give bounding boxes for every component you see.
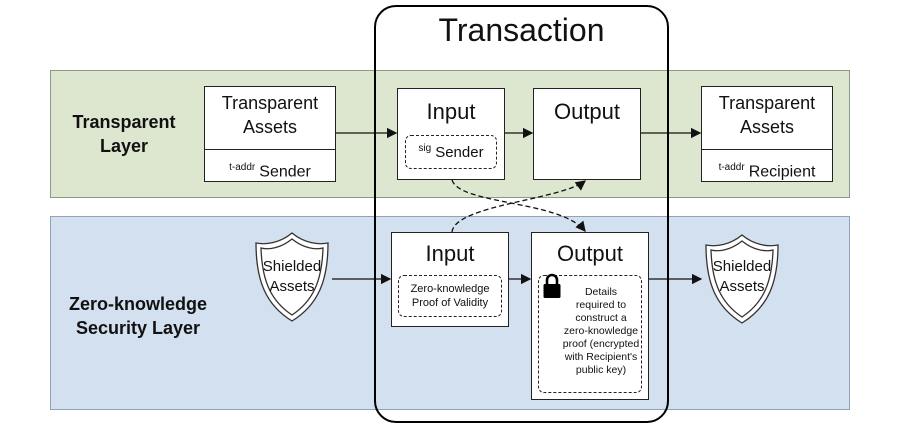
sender-assets-title-line1: Transparent — [221, 93, 319, 113]
zk-layer-label-line1: Zero-knowledge — [68, 294, 207, 314]
zk-details-line-5: proof (encrypted — [562, 338, 640, 350]
zk-details-line-6: with Recipient's — [564, 351, 638, 363]
signature-prefix: sig — [418, 143, 432, 154]
transparent-output-box: Output — [533, 88, 641, 180]
zk-proof-box: Zero-knowledge Proof of Validity — [398, 275, 502, 317]
sender-assets-title-line2: Assets — [242, 117, 298, 137]
transparent-input-title: Input — [426, 99, 476, 124]
signature-sender-label: Sender — [435, 144, 484, 161]
arrow-dashed-zk-input-to-output — [451, 180, 587, 233]
zk-layer-label-line2: Security Layer — [75, 318, 201, 338]
zk-details-line-3: construct a — [575, 312, 627, 324]
recipient-address-prefix: t-addr — [718, 162, 745, 173]
zk-encrypted-details-box: Details required to construct a zero-kno… — [538, 275, 642, 393]
right-shield-line1: Shielded — [712, 258, 772, 275]
recipient-assets-title-line1: Transparent — [718, 93, 816, 113]
shield-icon — [255, 232, 329, 322]
zk-input-box: Input Zero-knowledge Proof of Validity — [391, 232, 509, 327]
zk-details-line-2: required to — [575, 299, 627, 311]
zk-output-title: Output — [556, 241, 624, 266]
zk-proof-line1: Zero-knowledge — [410, 283, 490, 295]
recipient-assets-title-line2: Assets — [739, 117, 795, 137]
arrow-dashed-sig-to-zk-output — [451, 179, 586, 233]
transparent-layer-label-line2: Layer — [99, 136, 149, 156]
right-shield: Shielded Assets — [702, 231, 782, 327]
zk-output-box: Output Details required to construct a z… — [531, 232, 649, 400]
zk-input-title: Input — [425, 241, 475, 266]
right-shield-line2: Assets — [719, 278, 765, 295]
zk-proof-line2: Proof of Validity — [411, 297, 489, 309]
transparent-layer-label-line1: Transparent — [72, 112, 176, 132]
zk-details-line-7: public key) — [575, 364, 627, 376]
left-shield-line1: Shielded — [262, 258, 322, 275]
zk-layer-label: Zero-knowledge Security Layer — [58, 292, 218, 340]
left-shield-line2: Assets — [269, 278, 315, 295]
transparent-output-title: Output — [553, 99, 621, 124]
zk-details-line-1: Details — [584, 286, 618, 298]
shield-icon — [705, 234, 779, 324]
transaction-title: Transaction — [438, 12, 605, 48]
zk-details-line-4: zero-knowledge — [563, 325, 639, 337]
transparent-layer-label: Transparent Layer — [58, 110, 190, 158]
sender-label: Sender — [259, 163, 311, 181]
left-shield: Shielded Assets — [252, 229, 332, 325]
recipient-label: Recipient — [748, 163, 816, 181]
sender-address-prefix: t-addr — [229, 162, 256, 173]
lock-icon — [543, 273, 561, 298]
